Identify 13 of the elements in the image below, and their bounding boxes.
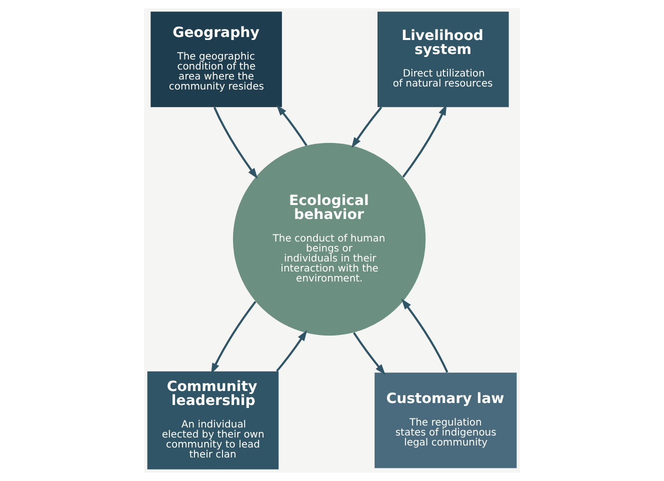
arrow [276, 104, 308, 146]
arrow [211, 300, 256, 374]
node-box: Community leadership An individual elected by their own community to lead their clan [147, 371, 279, 470]
node-box: Livelihood system Direct utilization of natural resources [378, 12, 509, 108]
node-box: Customary law The regulation states of indigenous legal community [374, 372, 517, 468]
arrow [402, 104, 447, 178]
arrow [352, 332, 386, 375]
node-circle: Ecological behavior The conduct of human beings or individuals in their interaction with the environment. [232, 142, 426, 336]
arrow [401, 298, 448, 373]
arrow [213, 106, 258, 179]
arrow [276, 330, 308, 372]
arrow [351, 106, 382, 148]
node-box: Geography The geographic condition of the area where the community resides [150, 12, 282, 108]
